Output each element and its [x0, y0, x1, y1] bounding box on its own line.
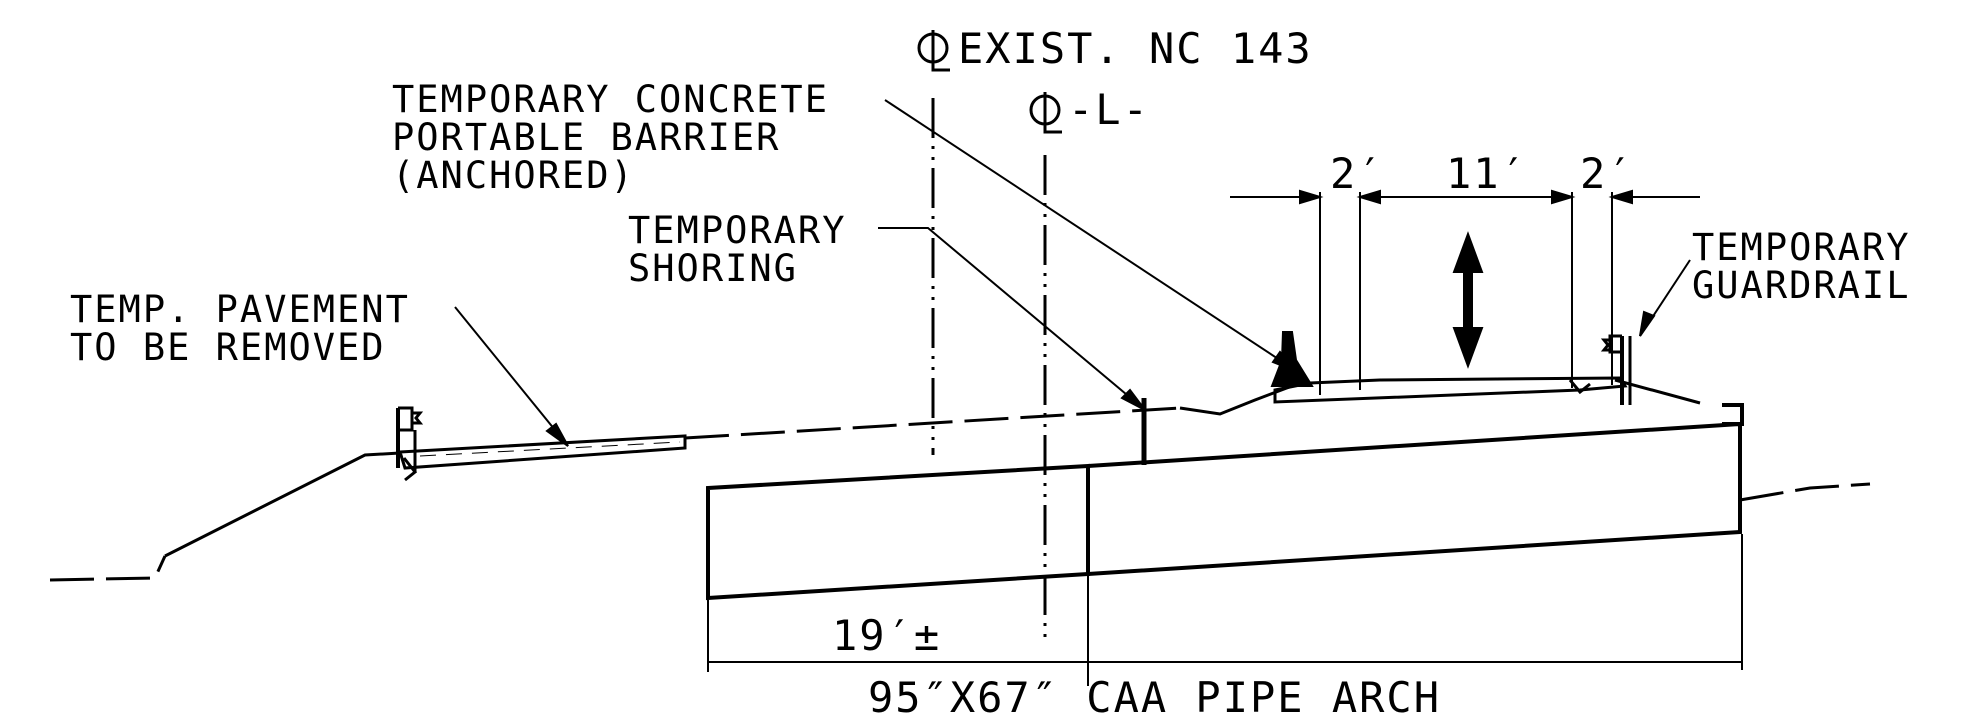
shoring-label-line2: SHORING: [628, 247, 798, 290]
dim-pipe-arch: 95″X67″ CAA PIPE ARCH: [868, 673, 1441, 720]
culvert-body: [706, 403, 1744, 601]
pipe-dimensions: [707, 534, 1743, 686]
lane-dimensions: [1230, 189, 1700, 395]
guardrail-label-line1: TEMPORARY: [1692, 226, 1910, 269]
left-guardrail-icon: [396, 406, 424, 468]
dim-shoulder-left: 2′: [1330, 149, 1385, 198]
culvert-extension-shaded: [706, 463, 1090, 601]
pavement-label-line2: TO BE REMOVED: [70, 326, 386, 369]
leader-lines: [454, 99, 1691, 447]
barrier-label-line3: (ANCHORED): [392, 154, 635, 197]
guardrail-label-line2: GUARDRAIL: [1692, 264, 1910, 307]
centerline-symbol-icon: [1029, 92, 1062, 134]
shoring-label-line1: TEMPORARY: [628, 209, 846, 252]
dim-lane: 11′: [1446, 149, 1528, 198]
dim-shoulder-right: 2′: [1580, 149, 1635, 198]
barrier-label-line2: PORTABLE BARRIER: [392, 116, 780, 159]
barrier-label-line1: TEMPORARY CONCRETE: [392, 78, 829, 121]
ground-profile: [49, 378, 1871, 582]
centerlines: [917, 30, 1062, 640]
pavement-label-line1: TEMP. PAVEMENT: [70, 288, 410, 331]
l-centerline-label: -L-: [1068, 85, 1150, 134]
traffic-direction-arrow-icon: [1452, 231, 1484, 369]
dim-extension: 19′±: [832, 611, 941, 660]
centerline-symbol-icon: [917, 30, 950, 72]
exist-nc143-label: EXIST. NC 143: [958, 24, 1313, 73]
temp-pavement: [397, 430, 687, 482]
right-guardrail-icon: [1600, 334, 1632, 405]
